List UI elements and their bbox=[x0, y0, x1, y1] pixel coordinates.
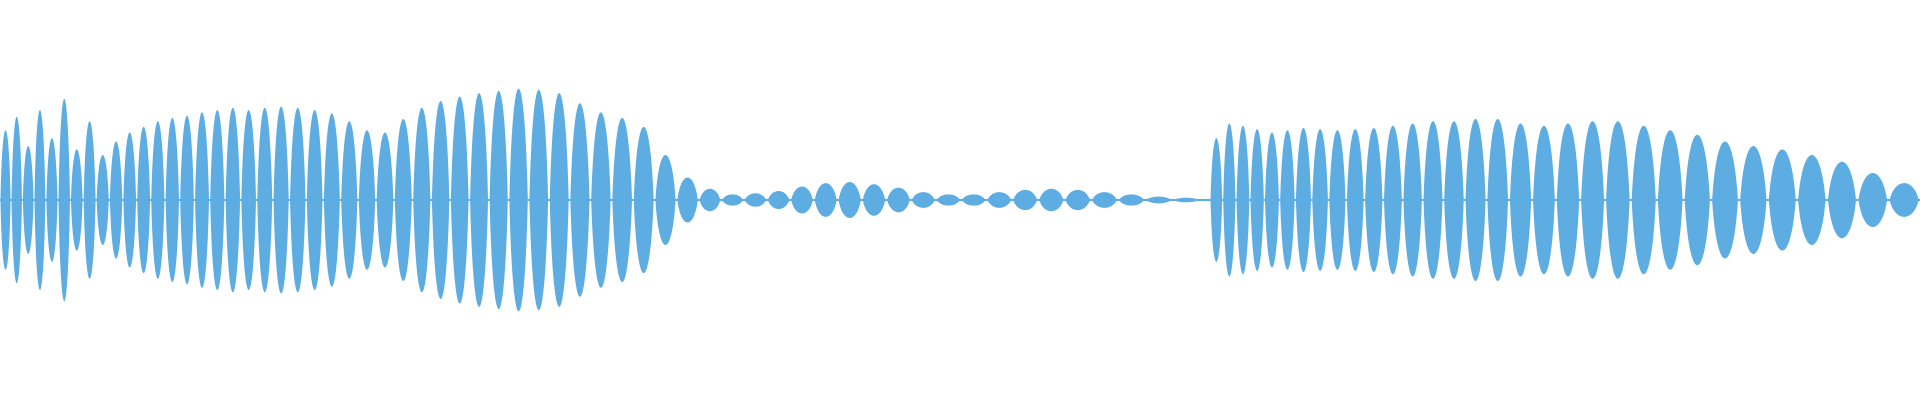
waveform-lobe bbox=[225, 107, 241, 293]
waveform-lobe bbox=[1265, 132, 1279, 268]
waveform-lobe bbox=[1581, 121, 1605, 279]
waveform-lobe bbox=[1065, 189, 1090, 211]
waveform-lobe bbox=[376, 132, 394, 268]
waveform-lobe bbox=[791, 186, 813, 214]
waveform-lobe bbox=[911, 192, 935, 208]
waveform-lobe bbox=[431, 101, 450, 299]
waveform-lobe bbox=[70, 149, 83, 251]
waveform-lobe bbox=[1236, 125, 1250, 275]
waveform-lobe bbox=[58, 98, 70, 302]
waveform-lobe bbox=[1798, 155, 1826, 245]
waveform-lobe bbox=[34, 110, 46, 290]
waveform-lobe bbox=[1312, 129, 1328, 271]
waveform-lobe bbox=[1740, 146, 1767, 254]
waveform-lobe bbox=[1631, 125, 1656, 275]
waveform-lobe bbox=[1146, 196, 1172, 204]
waveform-lobe bbox=[1280, 130, 1295, 270]
waveform-lobe bbox=[722, 194, 744, 206]
waveform-lobe bbox=[151, 121, 165, 279]
waveform-lobe bbox=[306, 110, 323, 290]
waveform-lobe bbox=[165, 117, 180, 283]
waveform-lobe bbox=[1403, 123, 1422, 277]
waveform-lobe bbox=[1223, 123, 1236, 277]
waveform-lobe bbox=[1465, 119, 1486, 281]
waveform-lobe bbox=[1013, 189, 1038, 211]
waveform-lobe bbox=[1827, 161, 1857, 239]
waveform-lobe bbox=[1118, 194, 1144, 206]
waveform-lobe bbox=[1329, 130, 1346, 270]
waveform-baseline bbox=[0, 199, 1920, 201]
waveform-lobe bbox=[341, 121, 358, 279]
waveform-lobe bbox=[22, 146, 34, 254]
waveform-lobe bbox=[1092, 192, 1117, 208]
waveform-lobe bbox=[1444, 121, 1464, 279]
waveform-lobe bbox=[109, 141, 123, 259]
waveform-lobe bbox=[1210, 138, 1223, 262]
waveform-lobe bbox=[394, 119, 412, 281]
waveform-lobe bbox=[273, 106, 289, 294]
waveform-lobe bbox=[123, 132, 137, 268]
waveform-lobe bbox=[241, 110, 257, 290]
waveform-lobe bbox=[838, 182, 861, 218]
waveform-lobe bbox=[936, 194, 960, 206]
waveform-lobe bbox=[83, 121, 96, 279]
waveform-lobe bbox=[509, 88, 528, 312]
waveform-lobe bbox=[961, 194, 986, 206]
waveform-lobe bbox=[413, 107, 431, 293]
waveform-lobe bbox=[1487, 119, 1509, 281]
waveform-lobe bbox=[1295, 128, 1311, 272]
waveform-segment-2 bbox=[1210, 119, 1919, 281]
waveform-lobe bbox=[744, 193, 767, 207]
waveform-lobe bbox=[1509, 123, 1532, 277]
waveform-lobe bbox=[1533, 125, 1555, 275]
waveform-lobe bbox=[1606, 121, 1630, 279]
waveform-lobe bbox=[570, 103, 590, 297]
waveform-lobe bbox=[591, 112, 611, 288]
waveform-lobe bbox=[1423, 121, 1443, 279]
waveform-lobe bbox=[529, 89, 549, 311]
waveform-lobe bbox=[489, 90, 508, 310]
waveform-lobe bbox=[633, 126, 654, 274]
waveform-lobe bbox=[1365, 128, 1383, 272]
waveform-lobe bbox=[470, 93, 489, 307]
waveform-lobe bbox=[0, 130, 11, 270]
waveform-lobe bbox=[677, 177, 698, 223]
waveform-lobe bbox=[1684, 134, 1710, 266]
waveform-lobe bbox=[1346, 129, 1364, 271]
waveform-lobe bbox=[290, 107, 306, 293]
waveform-lobe bbox=[814, 183, 837, 217]
waveform-lobe bbox=[862, 184, 886, 216]
waveform-lobe bbox=[1657, 130, 1683, 270]
waveform-lobe bbox=[257, 107, 273, 293]
waveform-lobe bbox=[195, 112, 209, 288]
waveform-lobe bbox=[1768, 149, 1796, 251]
waveform-lobe bbox=[137, 126, 151, 274]
waveform-lobe bbox=[46, 138, 58, 262]
waveform-lobe bbox=[655, 155, 676, 245]
waveform-lobe bbox=[1556, 123, 1580, 277]
waveform-lobe bbox=[767, 191, 790, 209]
waveform-lobe bbox=[323, 113, 340, 287]
waveform-lobe bbox=[699, 188, 721, 212]
waveform-lobe bbox=[887, 187, 910, 213]
waveform-lobe bbox=[11, 116, 22, 284]
waveform-lobe bbox=[358, 130, 376, 270]
waveform-lobe bbox=[1039, 188, 1064, 212]
waveform-lobe bbox=[612, 117, 633, 283]
waveform-lobe bbox=[987, 192, 1012, 208]
waveform-lobe bbox=[549, 93, 569, 307]
waveform-lobe bbox=[1712, 141, 1738, 259]
waveform-lobe bbox=[1173, 197, 1199, 203]
waveform-segment-1 bbox=[0, 88, 1199, 312]
waveform-lobe bbox=[180, 115, 194, 285]
waveform-lobe bbox=[450, 96, 469, 304]
waveform-lobe bbox=[96, 155, 109, 245]
waveform-lobe bbox=[1858, 173, 1888, 227]
waveform-lobe bbox=[210, 110, 225, 290]
waveform-lobe bbox=[1250, 129, 1264, 271]
waveform-lobe bbox=[1889, 183, 1919, 217]
waveform-lobe bbox=[1383, 125, 1402, 275]
